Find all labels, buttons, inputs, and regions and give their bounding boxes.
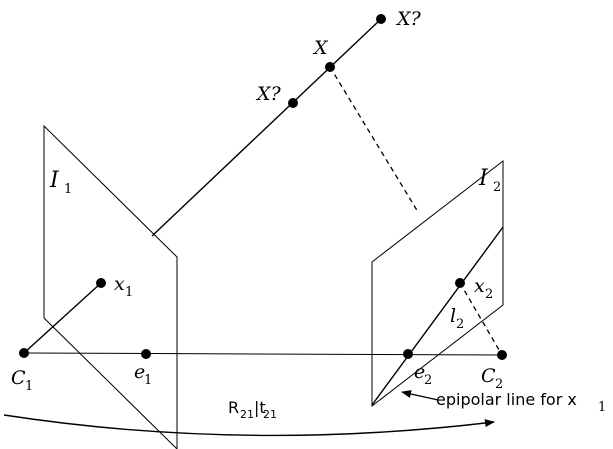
- point-x2: [455, 278, 465, 288]
- point-x-candidate-top: [376, 14, 386, 24]
- label-epipolar-note: epipolar line for x 1: [436, 390, 606, 415]
- ray-to-x-candidates: [151, 18, 382, 237]
- dashed-projection-x2: [459, 282, 503, 356]
- point-x: [325, 62, 335, 72]
- dashed-projection-x: [329, 66, 419, 213]
- point-e2: [403, 349, 413, 359]
- baseline: [23, 352, 503, 356]
- label-e2: e 2: [414, 361, 432, 388]
- label-image-2: I 2: [478, 166, 501, 195]
- label-image-1: I 1: [49, 168, 72, 197]
- point-x1: [96, 278, 106, 288]
- point-c1: [19, 348, 29, 358]
- label-motion: R 21 |t 21: [228, 398, 277, 422]
- label-x-low: X?: [255, 83, 282, 105]
- epipolar-line-l2: [371, 226, 504, 406]
- label-e1: e 1: [134, 361, 152, 388]
- label-c1: C 1: [11, 367, 33, 394]
- label-x: X: [312, 37, 329, 59]
- point-e1: [141, 349, 151, 359]
- point-c2: [497, 350, 507, 360]
- label-l2: l 2: [450, 305, 464, 332]
- label-x-top: X?: [395, 8, 422, 30]
- motion-arrow: [3, 414, 495, 437]
- label-x2: x 2: [474, 275, 493, 302]
- label-c2: C 2: [481, 365, 503, 392]
- image-plane-1: [43, 124, 178, 449]
- epipolar-note-arrow: [401, 390, 439, 401]
- ray-c1-x1: [23, 282, 102, 354]
- image-plane-2: [371, 159, 504, 408]
- label-x1: x 1: [114, 273, 133, 300]
- point-x-candidate-low: [288, 98, 298, 108]
